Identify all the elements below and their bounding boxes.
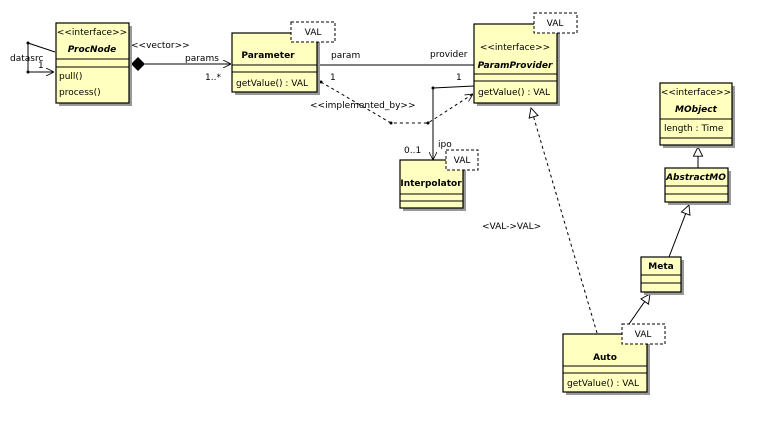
procnode-name: ProcNode — [68, 45, 117, 55]
mobject-attr-length: length : Time — [664, 124, 724, 134]
class-procnode[interactable]: <<interface>> ProcNode pull() process() — [55, 22, 132, 106]
datasrc-self-association[interactable]: datasrc 1 — [10, 41, 56, 74]
parameter-template-param: VAL — [305, 28, 322, 38]
implemented-by-dependency[interactable]: <<implemented_by>> — [310, 80, 473, 125]
procnode-op-process: process() — [59, 88, 101, 98]
params-multiplicity: 1..* — [205, 73, 221, 83]
param-provider-association[interactable]: param 1 provider 1 — [320, 50, 474, 83]
class-meta[interactable]: Meta — [640, 256, 684, 295]
datasrc-role-label: datasrc — [10, 54, 43, 64]
class-paramprovider[interactable]: <<interface>> ParamProvider getValue() :… — [473, 12, 578, 106]
auto-realizes-paramprovider[interactable]: <VAL->VAL> — [482, 108, 598, 334]
ipo-role-label: ipo — [438, 140, 452, 150]
params-composition[interactable]: <<vector>> params 1..* — [131, 41, 231, 83]
ipo-multiplicity: 0..1 — [404, 146, 421, 156]
datasrc-multiplicity: 1 — [38, 61, 44, 71]
auto-op-getvalue: getValue() : VAL — [567, 379, 639, 389]
binding-label: <VAL->VAL> — [482, 222, 541, 232]
procnode-stereotype: <<interface>> — [57, 28, 127, 38]
class-interpolator[interactable]: Interpolator VAL — [399, 149, 479, 211]
parameter-op-getvalue: getValue() : VAL — [236, 79, 308, 89]
class-parameter[interactable]: Parameter getValue() : VAL VAL — [231, 21, 336, 95]
generalization-edges[interactable] — [628, 147, 698, 325]
meta-name: Meta — [648, 262, 673, 272]
paramprovider-name: ParamProvider — [478, 61, 553, 71]
class-mobject[interactable]: <<interface>> MObject length : Time — [659, 82, 735, 148]
procnode-op-pull: pull() — [59, 72, 82, 82]
vector-stereotype-label: <<vector>> — [131, 41, 190, 51]
paramprovider-op-getvalue: getValue() : VAL — [478, 88, 550, 98]
parameter-name: Parameter — [241, 51, 295, 61]
abstractmo-name: AbstractMO — [665, 173, 726, 183]
auto-name: Auto — [593, 353, 617, 363]
provider-role-label: provider — [430, 50, 468, 60]
auto-extends-meta[interactable] — [628, 294, 650, 325]
meta-extends-abstractmo[interactable] — [668, 205, 689, 258]
params-role-label: params — [185, 54, 219, 64]
provider-multiplicity: 1 — [456, 73, 462, 83]
composition-diamond-icon — [131, 57, 145, 71]
auto-template-param: VAL — [635, 330, 652, 340]
class-abstractmo[interactable]: AbstractMO — [664, 167, 731, 205]
mobject-name: MObject — [675, 105, 718, 115]
ipo-association[interactable]: 0..1 ipo — [404, 85, 475, 160]
mobject-stereotype: <<interface>> — [661, 88, 731, 98]
interpolator-name: Interpolator — [400, 179, 462, 189]
class-auto[interactable]: Auto getValue() : VAL VAL — [562, 323, 666, 395]
paramprovider-stereotype: <<interface>> — [480, 43, 550, 53]
interpolator-template-param: VAL — [454, 156, 471, 166]
implemented-by-label: <<implemented_by>> — [310, 101, 416, 111]
paramprovider-template-param: VAL — [547, 19, 564, 29]
param-multiplicity: 1 — [330, 73, 336, 83]
param-role-label: param — [331, 51, 360, 61]
